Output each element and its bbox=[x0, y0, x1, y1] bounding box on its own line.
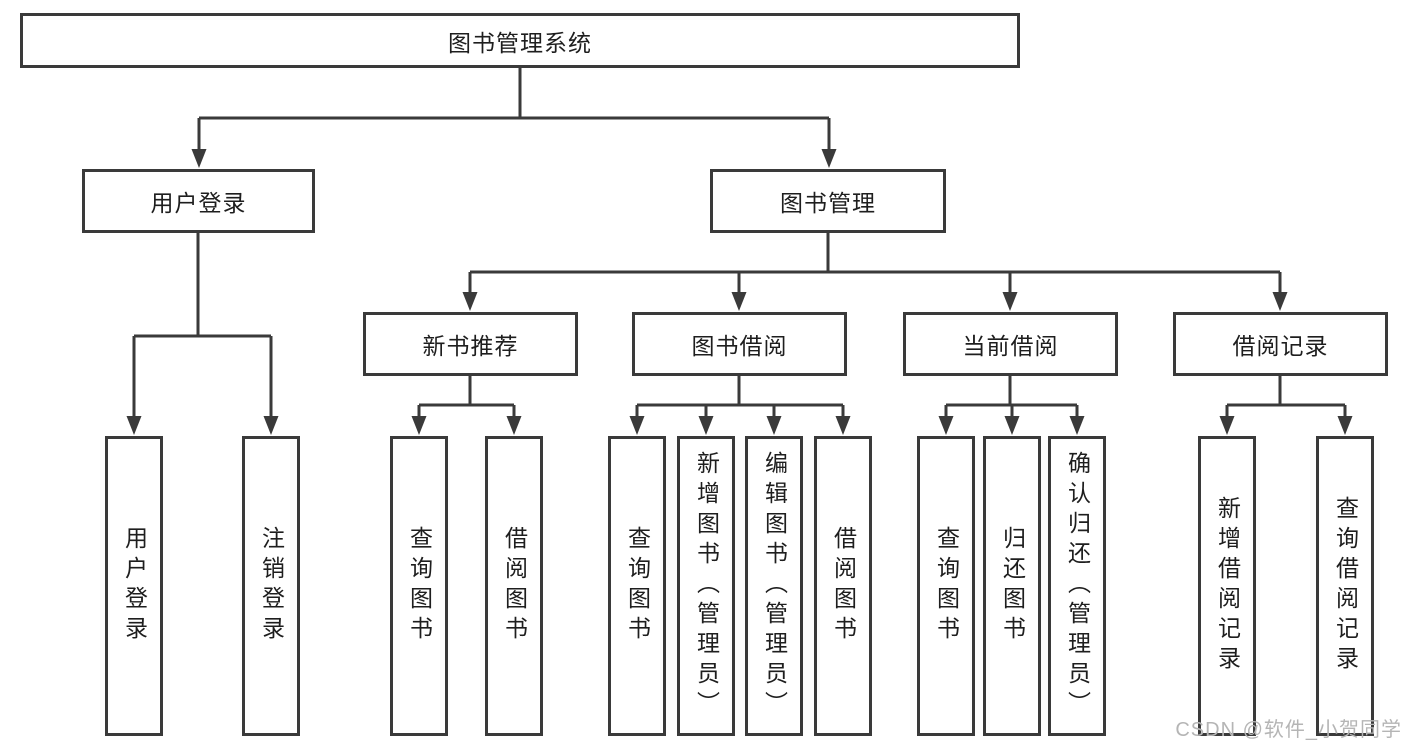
leaf-query-borrow-record: 查询借阅记录 bbox=[1316, 436, 1374, 736]
leaf-edit-book-admin: 编辑图书（管理员） bbox=[745, 436, 803, 736]
leaf-query-books-1: 查询图书 bbox=[390, 436, 448, 736]
leaf-borrow-book-1: 借阅图书 bbox=[485, 436, 543, 736]
node-borrowing-records: 借阅记录 bbox=[1173, 312, 1388, 376]
csdn-watermark: CSDN @软件_小贺同学 bbox=[1175, 719, 1402, 741]
node-current-borrowing: 当前借阅 bbox=[903, 312, 1118, 376]
node-user-login: 用户登录 bbox=[82, 169, 315, 233]
leaf-user-login: 用户登录 bbox=[105, 436, 163, 736]
leaf-logout: 注销登录 bbox=[242, 436, 300, 736]
leaf-add-borrow-record: 新增借阅记录 bbox=[1198, 436, 1256, 736]
node-library-management-system: 图书管理系统 bbox=[20, 13, 1020, 68]
leaf-query-books-2: 查询图书 bbox=[608, 436, 666, 736]
leaf-query-books-3: 查询图书 bbox=[917, 436, 975, 736]
node-book-management: 图书管理 bbox=[710, 169, 946, 233]
leaf-confirm-return-admin: 确认归还（管理员） bbox=[1048, 436, 1106, 736]
leaf-borrow-book-2: 借阅图书 bbox=[814, 436, 872, 736]
leaf-add-book-admin: 新增图书（管理员） bbox=[677, 436, 735, 736]
node-new-book-recommend: 新书推荐 bbox=[363, 312, 578, 376]
node-book-borrowing: 图书借阅 bbox=[632, 312, 847, 376]
leaf-return-book: 归还图书 bbox=[983, 436, 1041, 736]
